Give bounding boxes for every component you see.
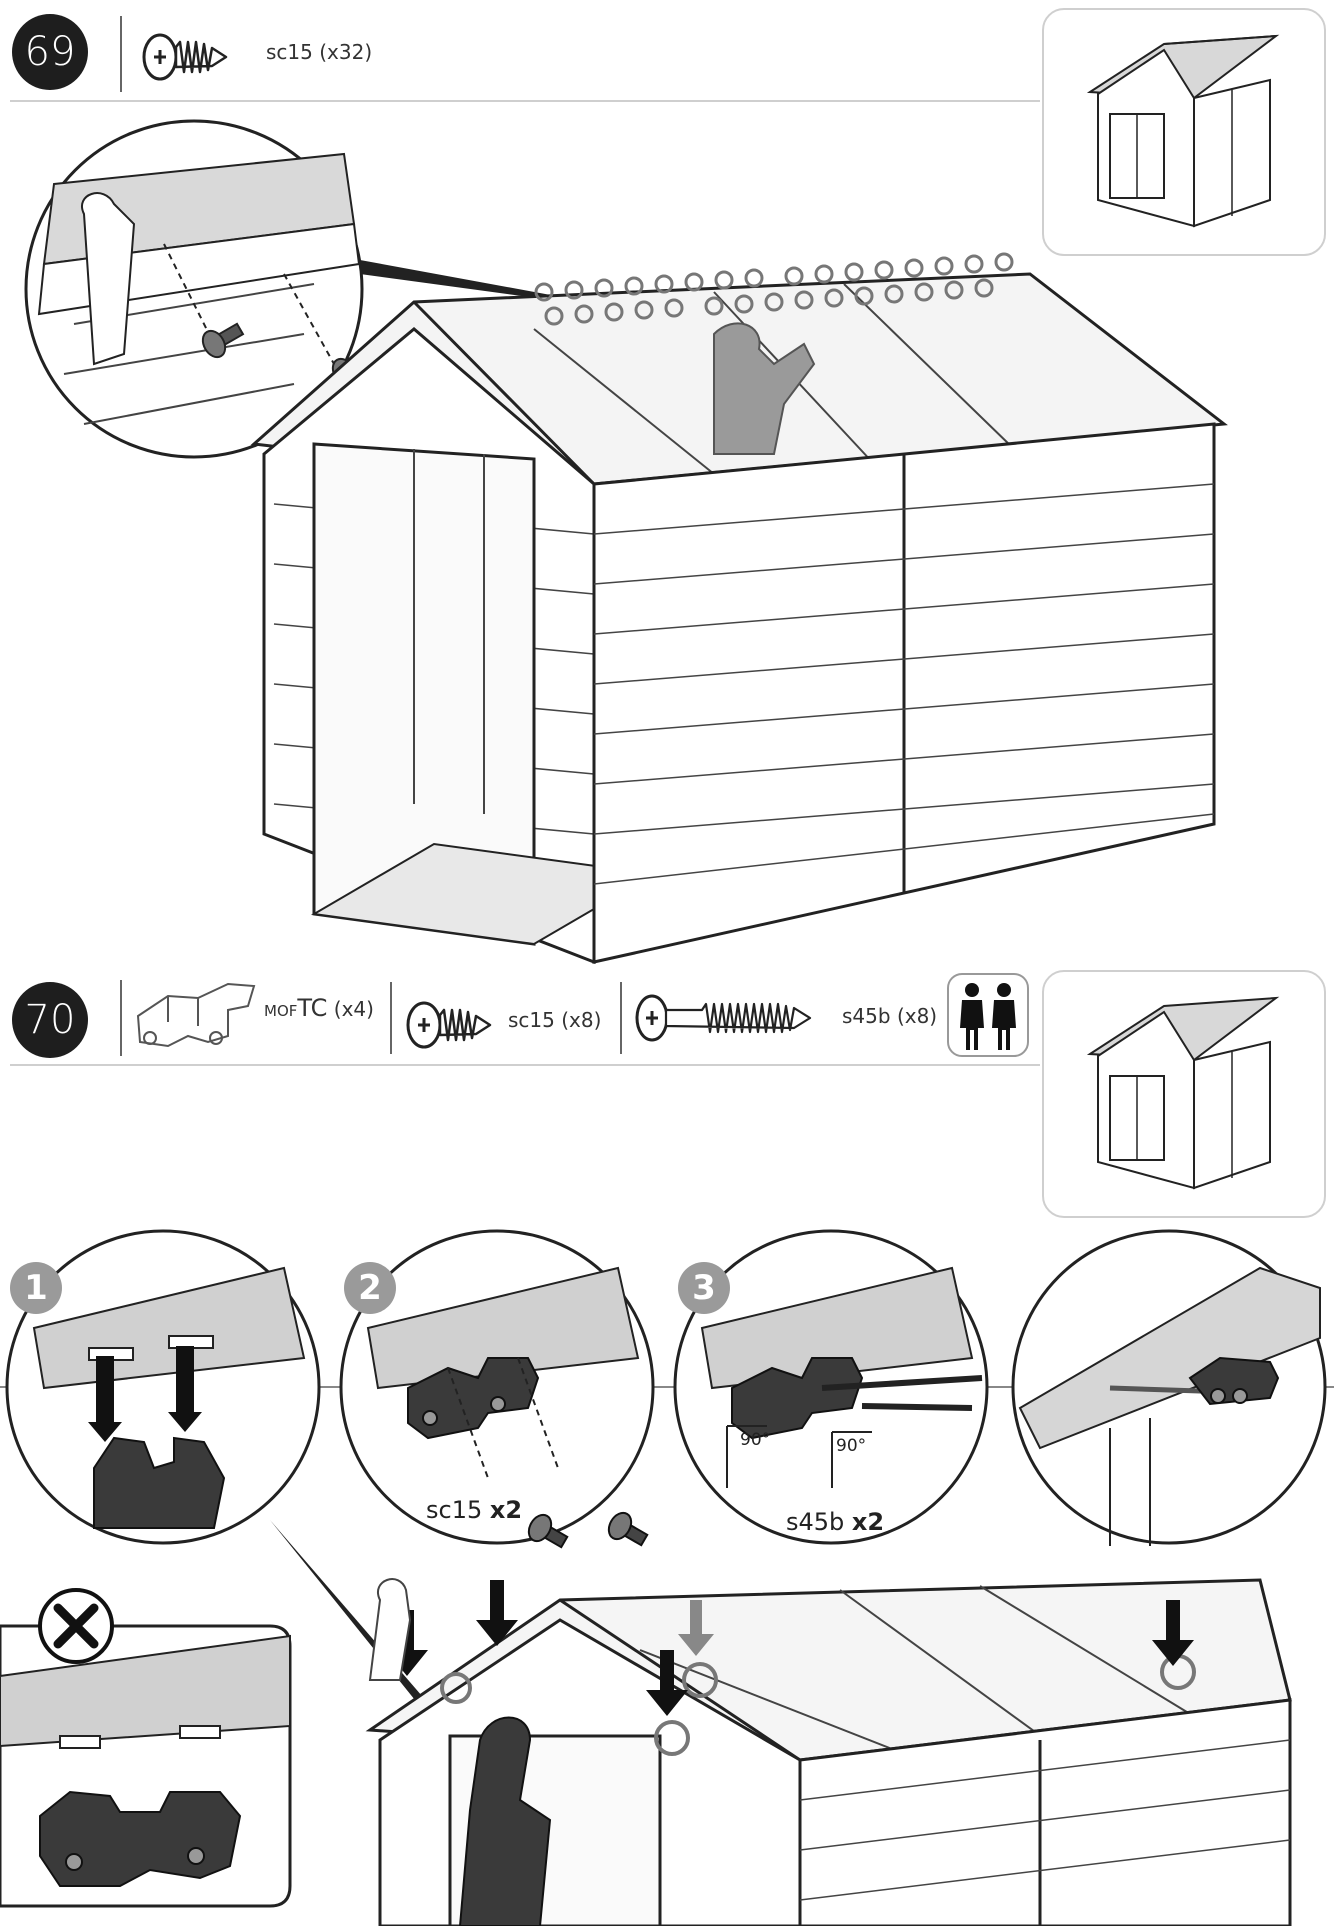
screw-icon: [404, 996, 496, 1054]
hardware-divider: [390, 982, 392, 1054]
header-underline: [10, 100, 1040, 102]
shed-thumbnail-drawing: [1086, 996, 1280, 1190]
substep-badge-3: 3: [678, 1262, 730, 1314]
detail-circle-4: [1010, 1228, 1328, 1546]
step-number-text: 70: [24, 997, 76, 1043]
detail-circle-2: [338, 1228, 656, 1546]
hardware-label-moftc: MOFTC (x4): [264, 994, 374, 1022]
detail-circle-3: [672, 1228, 990, 1546]
angle-text: 90°: [740, 1430, 771, 1450]
header-divider: [120, 16, 122, 92]
substep-number: 3: [692, 1268, 716, 1308]
angle-label-2: 90°: [836, 1436, 866, 1456]
substep-number: 2: [358, 1268, 382, 1308]
substep-3-caption: s45b x2: [786, 1508, 884, 1536]
hardware-qty: (x4): [333, 997, 374, 1021]
roof-edge-line: [0, 1386, 1334, 1388]
hardware-divider: [620, 982, 622, 1054]
caption-code: s45b: [786, 1508, 845, 1536]
hardware-code: sc15: [266, 40, 313, 64]
angle-label-1: 90°: [740, 1430, 770, 1450]
hardware-code: s45b: [842, 1004, 891, 1028]
substep-badge-2: 2: [344, 1262, 396, 1314]
step69-illustration: [14, 114, 1244, 964]
substep-2-caption: sc15 x2: [426, 1496, 522, 1524]
header-divider: [120, 980, 122, 1056]
hardware-code: TC: [297, 994, 328, 1022]
step-number-69: 69: [12, 14, 88, 90]
shed-thumbnail-70: [1042, 970, 1326, 1218]
detail-circle-screwing: [24, 119, 375, 459]
screw-icon: [512, 1476, 662, 1556]
substep-badge-1: 1: [10, 1262, 62, 1314]
shed-thumbnail-drawing: [1086, 34, 1280, 228]
hardware-label-sc15: sc15 (x32): [266, 40, 372, 64]
caption-qty: x2: [851, 1508, 885, 1536]
hardware-label-sc15: sc15 (x8): [508, 1008, 601, 1032]
long-screw-icon: [632, 990, 842, 1046]
hardware-label-s45b: s45b (x8): [842, 1004, 937, 1028]
caption-qty: x2: [489, 1496, 523, 1524]
x-mark-icon: [36, 1586, 116, 1666]
shed-thumbnail-69: [1042, 8, 1326, 256]
screw-icon: [140, 28, 232, 86]
hardware-code: sc15: [508, 1008, 555, 1032]
incorrect-orientation-panel: [0, 1616, 300, 1916]
header-underline: [10, 1064, 1040, 1066]
step-number-text: 69: [24, 29, 76, 75]
hardware-prefix: MOF: [264, 1002, 298, 1020]
hardware-qty: (x32): [319, 40, 373, 64]
angle-text: 90°: [836, 1436, 867, 1456]
step70-shed-illustration: [360, 1560, 1300, 1926]
detail-circle-1: [4, 1228, 322, 1546]
step-number-70: 70: [12, 982, 88, 1058]
bracket-icon: [128, 976, 260, 1056]
hardware-qty: (x8): [561, 1008, 602, 1032]
caption-code: sc15: [426, 1496, 483, 1524]
substep-number: 1: [24, 1268, 48, 1308]
two-people-icon: [946, 972, 1030, 1058]
hardware-qty: (x8): [896, 1004, 938, 1028]
